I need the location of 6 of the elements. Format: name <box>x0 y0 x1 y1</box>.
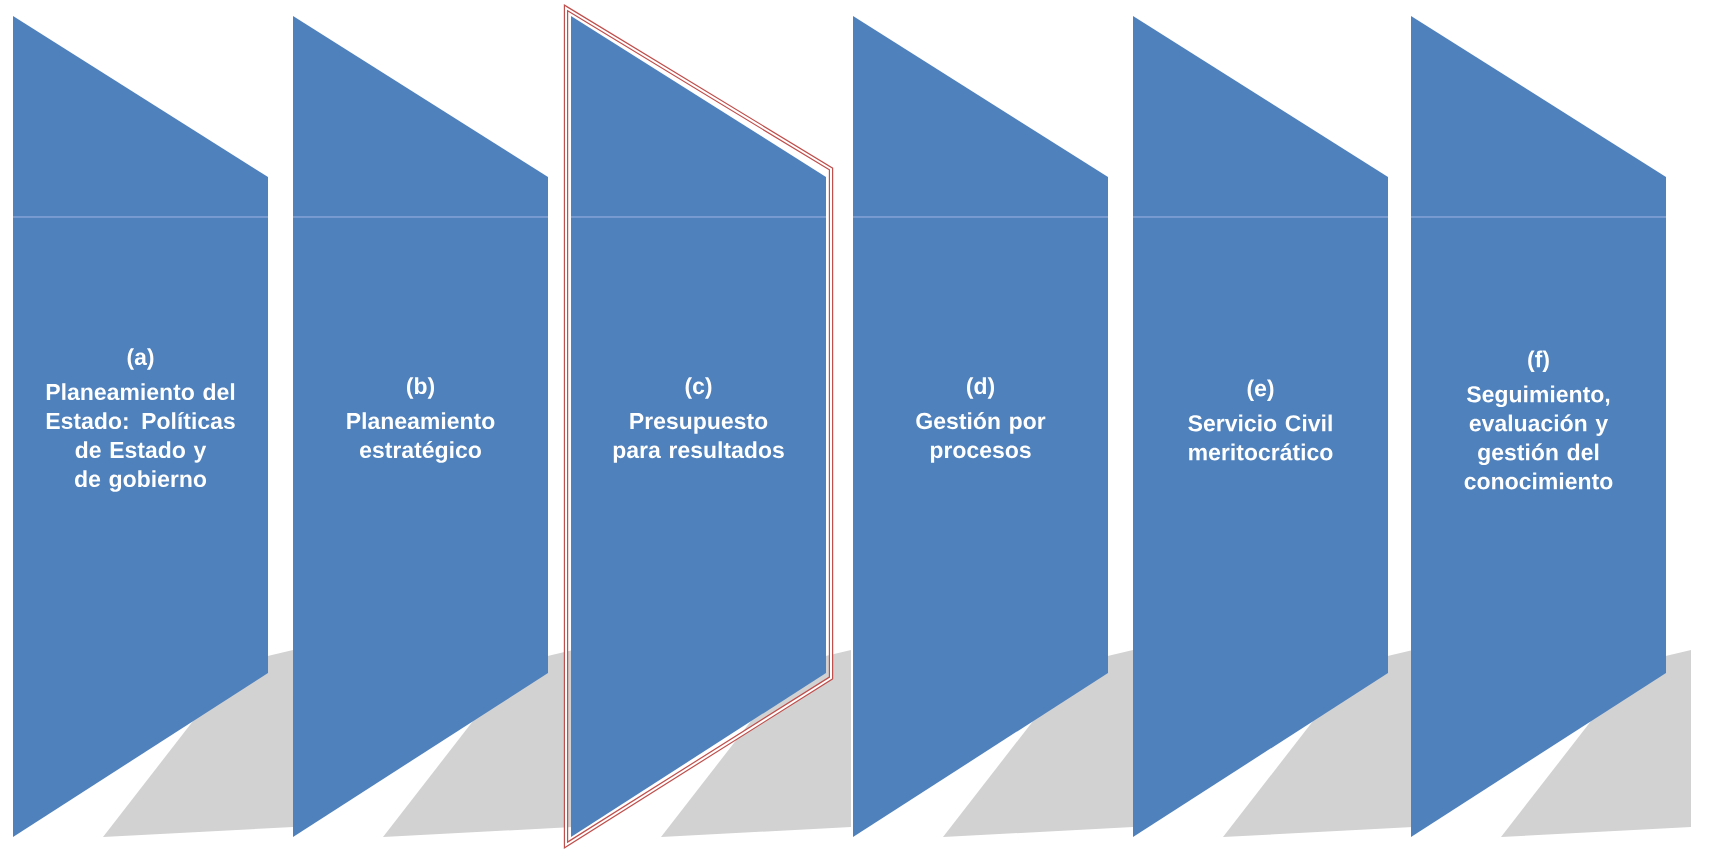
panel-label: (a) Planeamiento del Estado: Políticas de Estado y de gobierno <box>46 348 235 492</box>
panel-label: (c) Presupuesto para resultados <box>613 377 784 463</box>
panel-label: (b) Planeamiento estratégico <box>347 377 495 463</box>
panel-label: (d) Gestión por procesos <box>916 377 1046 463</box>
panel-label: (e) Servicio Civil meritocrático <box>1188 379 1333 461</box>
panel-label: (f) Seguimiento, evaluación y gestión del conocimiento <box>1464 350 1613 490</box>
